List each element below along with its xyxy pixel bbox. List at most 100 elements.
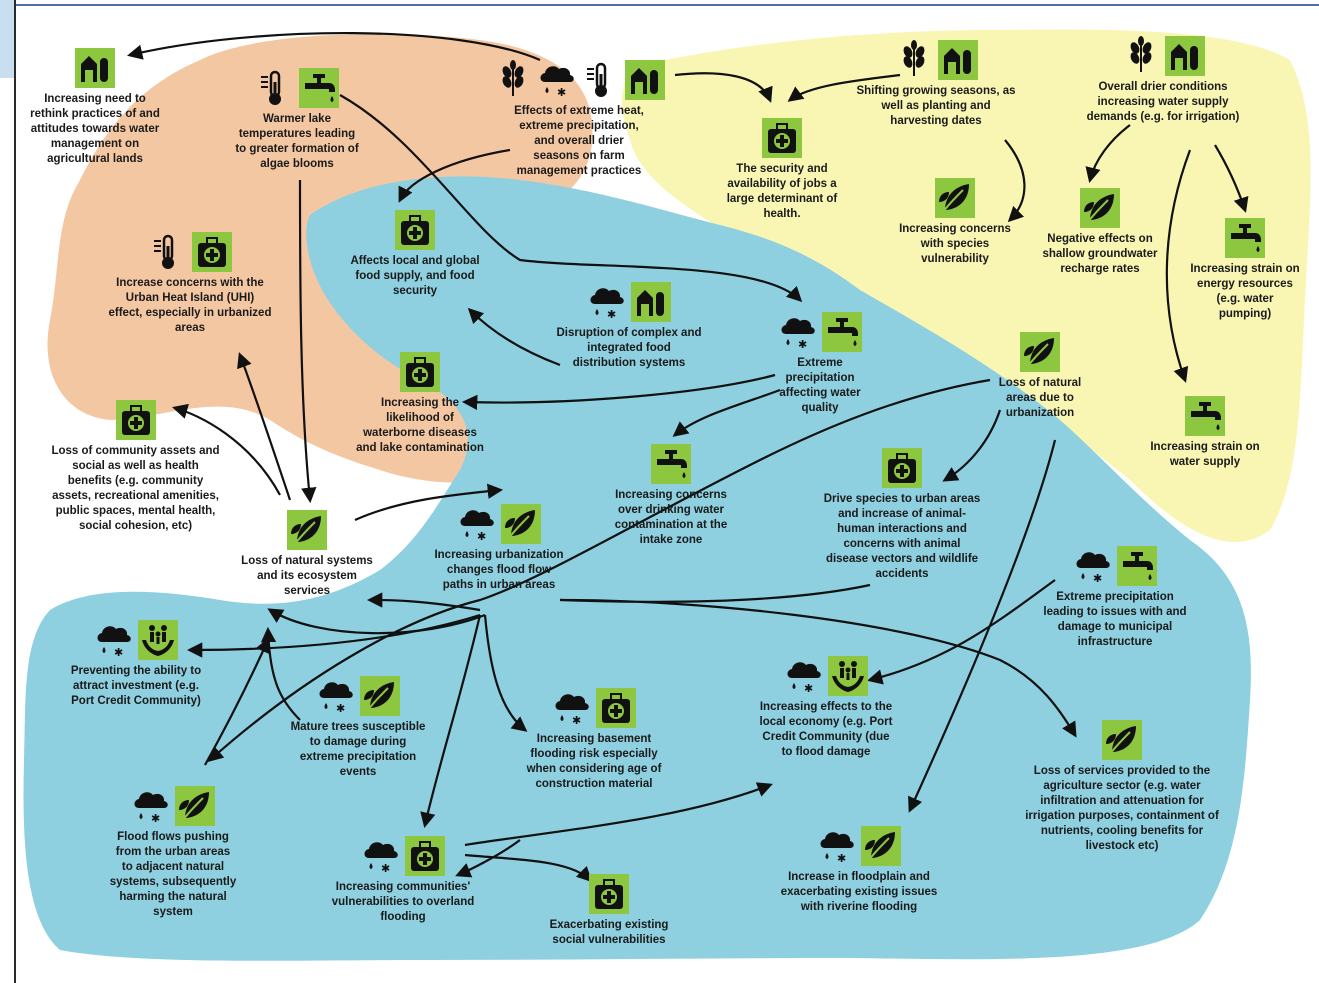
health-kit-icon <box>762 118 802 158</box>
node-label: Loss of services provided to the agricul… <box>1025 765 1219 852</box>
node-icons <box>980 332 1100 372</box>
storm-icon: ✱ <box>457 504 497 544</box>
node-mature-trees-damage: ✱ Mature trees susceptible to damage dur… <box>278 676 438 780</box>
node-loss-natural-systems: Loss of natural systems and its ecosyste… <box>232 510 382 599</box>
arrow-a4 <box>398 148 511 203</box>
wheat-icon <box>493 60 533 100</box>
node-icons: ✱ <box>424 504 574 544</box>
node-label: Flood flows pushing from the urban areas… <box>109 831 237 918</box>
arrow-a18 <box>172 403 281 496</box>
health-kit-icon <box>395 210 435 250</box>
hands-icon <box>828 656 868 696</box>
window-corner <box>0 0 14 78</box>
node-icons: ✱ <box>544 282 714 322</box>
health-kit-icon <box>589 874 629 914</box>
water-tap-icon <box>1225 218 1265 258</box>
node-energy-strain: Increasing strain on energy resources (e… <box>1180 218 1310 322</box>
node-icons <box>812 448 992 488</box>
svg-text:✱: ✱ <box>607 308 616 321</box>
arrow-a14 <box>207 378 991 763</box>
leaf-icon <box>501 504 541 544</box>
node-label: Extreme precipitation affecting water qu… <box>779 357 861 414</box>
node-label: The security and availability of jobs a … <box>726 163 838 220</box>
arrow-a24 <box>267 608 486 635</box>
water-tap-icon <box>822 312 862 352</box>
leaf-icon <box>175 786 215 826</box>
arrow-a13 <box>672 388 781 437</box>
node-extreme-heat-farm-practices: ✱ Effects of extreme heat, extreme preci… <box>484 60 674 179</box>
storm-icon: ✱ <box>552 688 592 728</box>
node-label: Warmer lake temperatures leading to grea… <box>235 113 359 170</box>
arrow-a7 <box>1214 144 1249 213</box>
node-food-distribution-disruption: ✱ Disruption of complex and integrated f… <box>544 282 714 371</box>
arrow-a28 <box>204 637 270 766</box>
node-icons <box>534 874 684 914</box>
node-icons: ✱ <box>98 786 248 826</box>
node-icons: ✱ <box>746 656 906 696</box>
node-shifting-growing-seasons: Shifting growing seasons, as well as pla… <box>846 40 1026 129</box>
svg-text:✱: ✱ <box>477 530 486 543</box>
node-icons: ✱ <box>1030 546 1200 586</box>
node-groundwater-recharge: Negative effects on shallow groundwater … <box>1030 188 1170 277</box>
node-icons <box>1140 396 1270 436</box>
node-basement-flooding: ✱ Increasing basement flooding risk espe… <box>514 688 674 792</box>
node-label: Loss of natural areas due to urbanizatio… <box>998 377 1082 419</box>
node-food-security: Affects local and global food supply, an… <box>340 210 490 299</box>
water-tap-icon <box>299 68 339 108</box>
arrow-a26 <box>559 583 1077 738</box>
node-icons <box>232 510 382 550</box>
node-label: Exacerbating existing social vulnerabili… <box>549 919 669 946</box>
frame-top-border <box>14 4 1319 6</box>
node-label: Drive species to urban areas and increas… <box>823 493 981 580</box>
storm-icon: ✱ <box>361 836 401 876</box>
node-label: Increasing basement flooding risk especi… <box>526 733 662 790</box>
node-drinking-water-contamination: Increasing concerns over drinking water … <box>596 444 746 548</box>
wheat-icon <box>894 40 934 80</box>
node-water-supply-strain: Increasing strain on water supply <box>1140 396 1270 470</box>
farm-icon <box>75 48 115 88</box>
svg-text:✱: ✱ <box>114 646 123 659</box>
node-icons <box>846 40 1026 80</box>
node-icons <box>880 178 1030 218</box>
node-icons <box>100 232 280 272</box>
storm-icon: ✱ <box>587 282 627 322</box>
leaf-icon <box>1102 720 1142 760</box>
arrow-a10 <box>298 179 317 504</box>
arrow-a16 <box>908 439 1057 813</box>
svg-text:✱: ✱ <box>572 714 581 727</box>
node-icons: ✱ <box>56 620 216 660</box>
health-kit-icon <box>192 232 232 272</box>
node-label: Disruption of complex and integrated foo… <box>556 327 702 369</box>
node-label: Increasing the likelihood of waterborne … <box>356 397 484 454</box>
node-label: Negative effects on shallow groundwater … <box>1042 233 1158 275</box>
leaf-icon <box>935 178 975 218</box>
arrow-a20 <box>366 592 481 612</box>
node-icons: ✱ <box>484 60 674 100</box>
svg-text:✱: ✱ <box>336 702 345 715</box>
node-label: Increase in floodplain and exacerbating … <box>780 871 938 913</box>
node-icons <box>340 352 500 392</box>
svg-text:✱: ✱ <box>151 812 160 825</box>
node-label: Effects of extreme heat, extreme precipi… <box>514 105 644 177</box>
storm-icon: ✱ <box>817 826 857 866</box>
storm-icon: ✱ <box>537 60 577 100</box>
arrow-a31 <box>455 839 521 878</box>
thermometer-icon <box>148 232 188 272</box>
node-species-vulnerability: Increasing concerns with species vulnera… <box>880 178 1030 267</box>
node-warmer-lake-temperatures: Warmer lake temperatures leading to grea… <box>222 68 372 172</box>
node-icons: ✱ <box>318 836 488 876</box>
node-icons <box>1068 36 1258 76</box>
node-loss-natural-areas-urbanization: Loss of natural areas due to urbanizatio… <box>980 332 1100 421</box>
farm-icon <box>1165 36 1205 76</box>
node-local-economy-effects: ✱ Increasing effects to the local econom… <box>746 656 906 760</box>
node-label: Increasing effects to the local economy … <box>759 701 893 758</box>
node-label: Increasing communities' vulnerabilities … <box>331 881 475 923</box>
node-overland-flooding-vulnerability: ✱ Increasing communities' vulnerabilitie… <box>318 836 488 925</box>
water-tap-icon <box>1185 396 1225 436</box>
node-label: Increasing strain on water supply <box>1150 441 1260 468</box>
svg-text:✱: ✱ <box>804 682 813 695</box>
node-label: Extreme precipitation leading to issues … <box>1043 591 1187 648</box>
svg-text:✱: ✱ <box>557 86 566 99</box>
